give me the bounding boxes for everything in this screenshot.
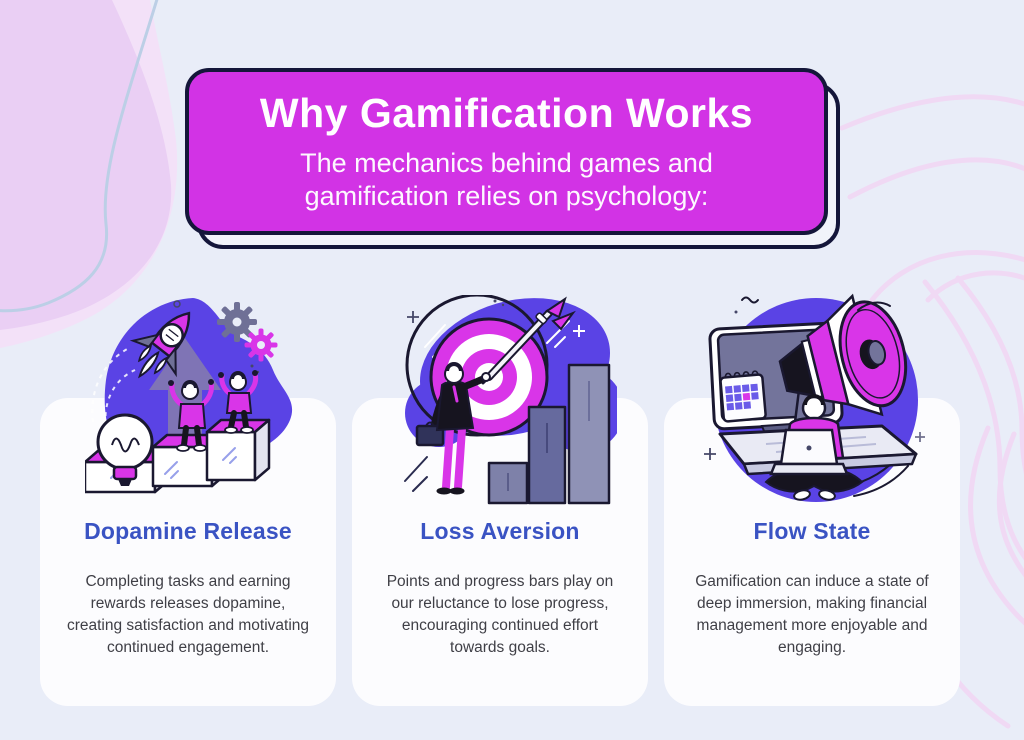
laptop-deck xyxy=(718,422,918,476)
card-body: Gamification can induce a state of deep … xyxy=(695,573,929,656)
card-dopamine-release: Dopamine Release Completing tasks and ea… xyxy=(40,298,336,706)
sparkle-plus xyxy=(915,432,925,442)
curve-line-decor xyxy=(0,0,159,313)
card-title: Dopamine Release xyxy=(84,518,292,544)
headline-banner: Why Gamification Works The mechanics beh… xyxy=(185,68,840,249)
lightbulb-icon xyxy=(96,413,154,486)
shine-marks xyxy=(110,447,237,479)
cards-row: Dopamine Release Completing tasks and ea… xyxy=(40,293,960,706)
card-flow-state: Flow State Gamification can induce a sta… xyxy=(664,293,960,706)
speed-lines xyxy=(404,456,428,492)
pink-blob-decor xyxy=(0,0,178,348)
subtitle-line-1: The mechanics behind games and xyxy=(300,148,713,179)
card-title: Flow State xyxy=(753,518,871,544)
card-title: Loss Aversion xyxy=(420,518,580,544)
podium-steps xyxy=(85,418,271,494)
sparkle-plus xyxy=(704,448,716,460)
page-subtitle: The mechanics behind games and gamificat… xyxy=(300,147,713,213)
card-body: Completing tasks and earning rewards rel… xyxy=(66,573,310,656)
card-body: Points and progress bars play on our rel… xyxy=(386,573,614,656)
person-figure xyxy=(764,394,864,501)
page-title: Why Gamification Works xyxy=(259,89,754,136)
megaphone-stand xyxy=(791,388,817,442)
card-loss-aversion: Loss Aversion Points and progress bars p… xyxy=(352,295,648,706)
subtitle-line-2: gamification relies on psychology: xyxy=(304,181,709,212)
banner-card: Why Gamification Works The mechanics beh… xyxy=(185,68,828,235)
